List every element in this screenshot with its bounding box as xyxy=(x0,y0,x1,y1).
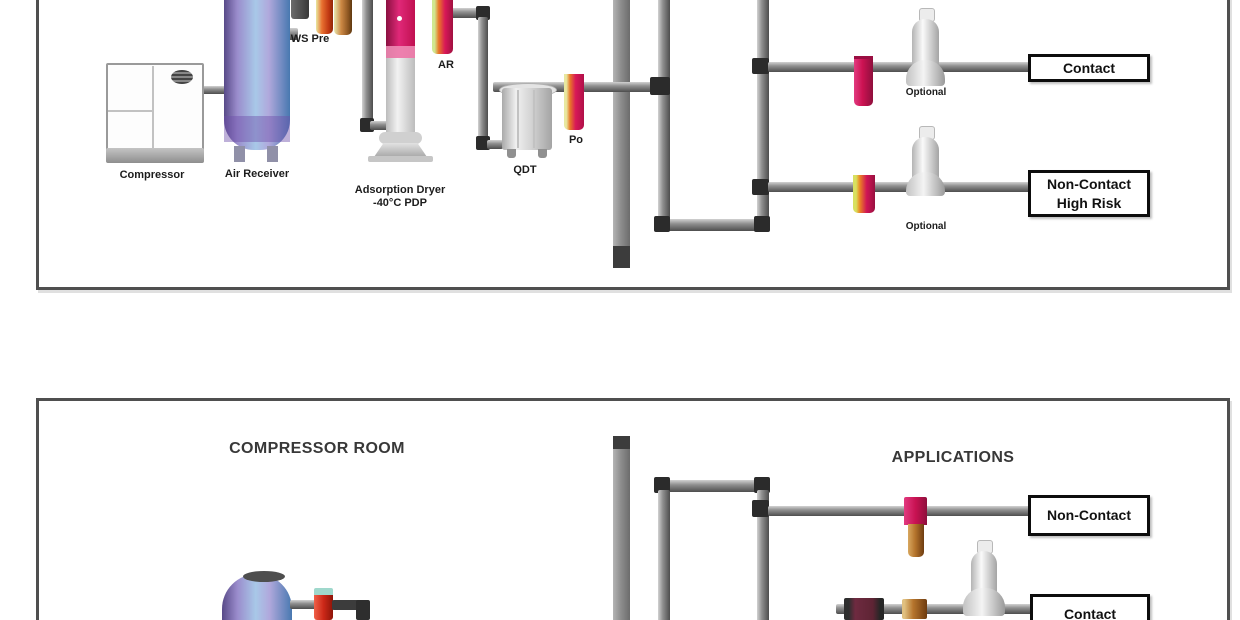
outlet-non-contact-text-line2: High Risk xyxy=(1056,194,1122,211)
ar-filter xyxy=(432,0,453,54)
air-receiver-band xyxy=(224,116,290,142)
ring-main-top-pipe xyxy=(656,480,770,492)
outlet-non-contact-text-line1: Non-Contact xyxy=(1047,175,1131,192)
ring-main-right-pipe xyxy=(757,0,769,229)
ring-main-left-pipe xyxy=(658,0,670,231)
dryer-tower-body xyxy=(386,58,415,134)
line-filter-brown xyxy=(902,599,927,619)
qdt-seam xyxy=(533,90,535,148)
dark-pipe-elbow xyxy=(356,600,370,620)
sterile-filter-body xyxy=(912,137,939,177)
pipe-to-qdt xyxy=(487,140,503,149)
dryer-base-plate xyxy=(368,156,433,162)
outlet-contact-text: Contact xyxy=(1063,605,1117,620)
top-panel-border xyxy=(36,0,1230,290)
outlet-contact-text: Contact xyxy=(1062,59,1116,76)
branch-pipe-contact xyxy=(836,604,1032,614)
ws-pre-separator xyxy=(291,0,309,19)
ring-main-right-pipe xyxy=(757,490,769,620)
branch-junction xyxy=(752,500,769,517)
outlet-contact-box: Contact xyxy=(1030,594,1150,620)
compressor-fan-icon xyxy=(171,70,193,84)
pipe-elbow xyxy=(754,477,770,493)
ws-pre-label: WS Pre xyxy=(290,33,330,45)
pipe-elbow xyxy=(754,216,770,232)
branch-junction xyxy=(752,179,769,195)
air-receiver-tank xyxy=(224,0,290,150)
ring-inlet-junction xyxy=(650,77,670,95)
branch-pipe-non-contact xyxy=(768,506,1030,516)
optional-label: Optional xyxy=(905,221,947,232)
line-filter-maroon xyxy=(844,598,884,620)
room-wall-cap xyxy=(613,246,630,268)
compressor-label: Compressor xyxy=(119,169,185,181)
compressor-base-shadow xyxy=(106,148,204,163)
bottom-panel-border xyxy=(36,398,1230,620)
qdt-label: QDT xyxy=(513,164,537,176)
branch-pipe-non-contact xyxy=(768,182,1030,192)
qdt-leg xyxy=(507,149,516,158)
room-wall-top-panel xyxy=(613,0,630,268)
prefilter-brown xyxy=(334,0,352,35)
ring-main-bottom-pipe xyxy=(656,219,770,231)
dryer-base-cap xyxy=(379,132,422,144)
line-filter-red xyxy=(853,175,875,213)
line-filter-red xyxy=(854,56,873,106)
pipe-dryer-outlet-down xyxy=(478,17,488,139)
outlet-non-contact-text: Non-Contact xyxy=(1047,507,1131,523)
line-filter-brown-element xyxy=(908,524,924,557)
po-filter xyxy=(564,74,584,130)
compressor-room-header: COMPRESSOR ROOM xyxy=(229,440,405,457)
pipe-dryer-outlet-top xyxy=(450,8,480,18)
room-wall-bottom-panel xyxy=(613,449,630,620)
small-filter-teal-band xyxy=(314,588,333,595)
optional-label: Optional xyxy=(905,87,947,98)
outlet-non-contact-box: Non-Contact xyxy=(1028,495,1150,536)
pipe-dryer-inlet xyxy=(362,0,373,126)
dark-pipe-segment xyxy=(332,600,360,610)
pipe-po-to-ring xyxy=(583,82,661,92)
outlet-non-contact-high-risk-box: Non-Contact High Risk xyxy=(1028,170,1150,217)
air-receiver-leg xyxy=(267,146,278,162)
qdt-tank-body xyxy=(502,88,552,150)
pipe-elbow xyxy=(476,6,490,20)
prefilter-orange xyxy=(316,0,333,34)
dryer-pink-band xyxy=(386,46,415,58)
dryer-base-trapezoid xyxy=(374,143,427,157)
room-wall-cap xyxy=(613,436,630,451)
small-filter-red xyxy=(314,595,333,620)
compressor-panel-seam xyxy=(152,66,154,148)
pipe-elbow xyxy=(476,136,490,150)
sterile-filter-base xyxy=(906,60,945,86)
qdt-seam xyxy=(517,90,519,148)
pipe-dryer-inlet-stub xyxy=(370,121,388,130)
sterile-filter-base xyxy=(906,172,945,196)
branch-pipe-contact xyxy=(768,62,1030,72)
branch-junction xyxy=(752,58,769,74)
outlet-contact-box: Contact xyxy=(1028,54,1150,82)
qdt-leg xyxy=(538,149,547,158)
pipe-elbow xyxy=(654,477,670,493)
ar-filter-label: AR xyxy=(438,59,454,71)
air-receiver-label: Air Receiver xyxy=(224,168,290,180)
air-receiver-top-cap xyxy=(243,571,285,582)
ring-main-left-pipe xyxy=(658,490,670,620)
pipe-receiver-outlet-bottom xyxy=(290,600,316,609)
applications-header: APPLICATIONS xyxy=(891,449,1015,466)
adsorption-dryer-label-line2: -40°C PDP xyxy=(373,197,427,209)
sterile-filter-body xyxy=(912,19,939,65)
air-receiver-leg xyxy=(234,146,245,162)
pipe-compressor-to-receiver xyxy=(196,86,226,94)
compressor-panel-seam xyxy=(108,110,154,112)
sterile-filter-base xyxy=(963,588,1005,616)
pipe-elbow xyxy=(654,216,670,232)
line-filter-red-head xyxy=(904,497,927,525)
adsorption-dryer-label-line1: Adsorption Dryer xyxy=(354,184,446,196)
dryer-indicator-dot xyxy=(397,16,402,21)
po-filter-label: Po xyxy=(568,134,584,146)
